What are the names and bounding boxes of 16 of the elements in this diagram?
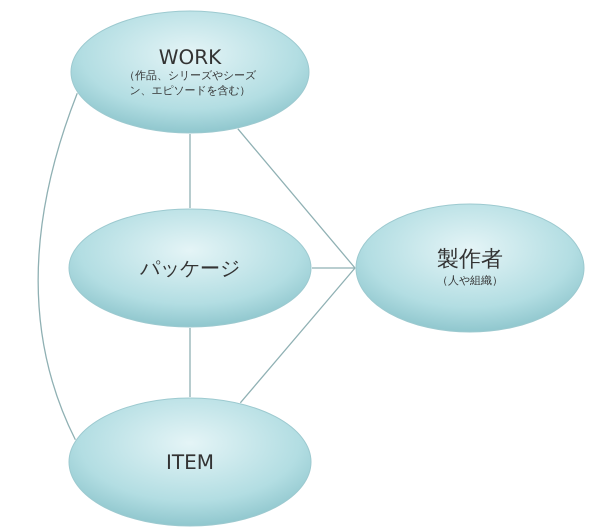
node-title: パッケージ	[140, 256, 240, 280]
connector-line	[189, 134, 191, 208]
connector-line	[240, 268, 356, 404]
node-title: 製作者	[437, 247, 503, 274]
node-subtitle: （作品、シリーズやシーズン、エピソードを含む）	[123, 69, 257, 99]
node-title: WORK	[158, 45, 222, 70]
node-title: ITEM	[166, 450, 214, 474]
ellipse-node	[68, 397, 312, 527]
connector-line	[38, 92, 78, 440]
node-subtitle: （人や組織）	[437, 274, 503, 289]
ellipse-node	[68, 208, 312, 328]
connector-line	[237, 128, 356, 268]
connector-line	[312, 267, 355, 269]
ellipse-node	[70, 10, 310, 134]
connector-line	[189, 328, 191, 397]
ellipse-node	[355, 203, 585, 333]
